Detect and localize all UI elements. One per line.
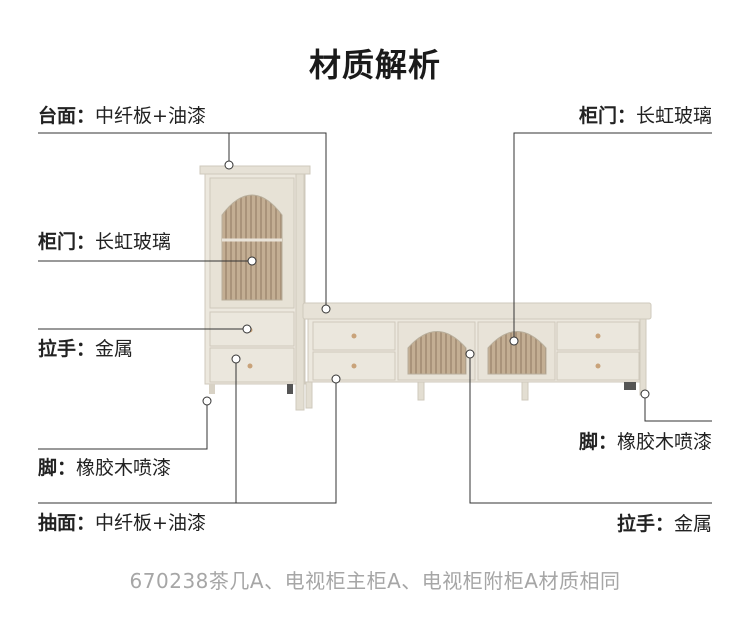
callout-door-right: 柜门：长虹玻璃: [579, 104, 712, 128]
glass-door-right-b: [487, 331, 547, 375]
callout-key: 脚: [578, 431, 598, 453]
callout-value: 中纤板+油漆: [95, 105, 206, 127]
callout-handle-right: 拉手：金属: [617, 512, 712, 536]
callout-sep: ：: [76, 512, 96, 534]
callout-handle-left: 拉手：金属: [38, 337, 133, 361]
callout-sep: ：: [654, 513, 674, 535]
callout-sep: ：: [76, 338, 96, 360]
callout-door-left: 柜门：长虹玻璃: [38, 230, 171, 254]
callout-drawer-front: 抽面：中纤板+油漆: [38, 511, 206, 535]
leader-lines: [38, 132, 712, 504]
callout-tabletop: 台面：中纤板+油漆: [38, 104, 206, 128]
callout-key: 抽面: [38, 512, 77, 534]
callout-key: 脚: [38, 457, 58, 479]
callout-value: 橡胶木喷漆: [616, 431, 712, 453]
callout-value: 中纤板+油漆: [95, 512, 206, 534]
callout-foot-right: 脚：橡胶木喷漆: [579, 430, 712, 454]
callout-sep: ：: [76, 231, 96, 253]
callout-value: 金属: [673, 513, 712, 535]
callout-sep: ：: [76, 105, 96, 127]
tall-cabinet: [199, 165, 311, 411]
glass-door-left: [221, 194, 283, 301]
callout-key: 柜门: [38, 231, 77, 253]
callout-value: 金属: [95, 338, 134, 360]
callout-sep: ：: [57, 457, 77, 479]
callout-sep: ：: [616, 105, 636, 127]
tv-cabinet: [302, 302, 652, 409]
callout-key: 台面: [38, 105, 77, 127]
glass-door-right-a: [407, 331, 467, 375]
callout-key: 拉手: [616, 513, 655, 535]
footnote: 670238茶几A、电视柜主柜A、电视柜附柜A材质相同: [129, 569, 621, 593]
callout-key: 柜门: [578, 105, 617, 127]
page-title: 材质解析: [308, 46, 441, 84]
callout-value: 长虹玻璃: [95, 231, 172, 253]
callout-key: 拉手: [38, 338, 77, 360]
callout-value: 长虹玻璃: [635, 105, 712, 127]
callout-foot-left: 脚：橡胶木喷漆: [38, 456, 171, 480]
callout-value: 橡胶木喷漆: [76, 457, 172, 479]
callout-sep: ：: [597, 431, 617, 453]
